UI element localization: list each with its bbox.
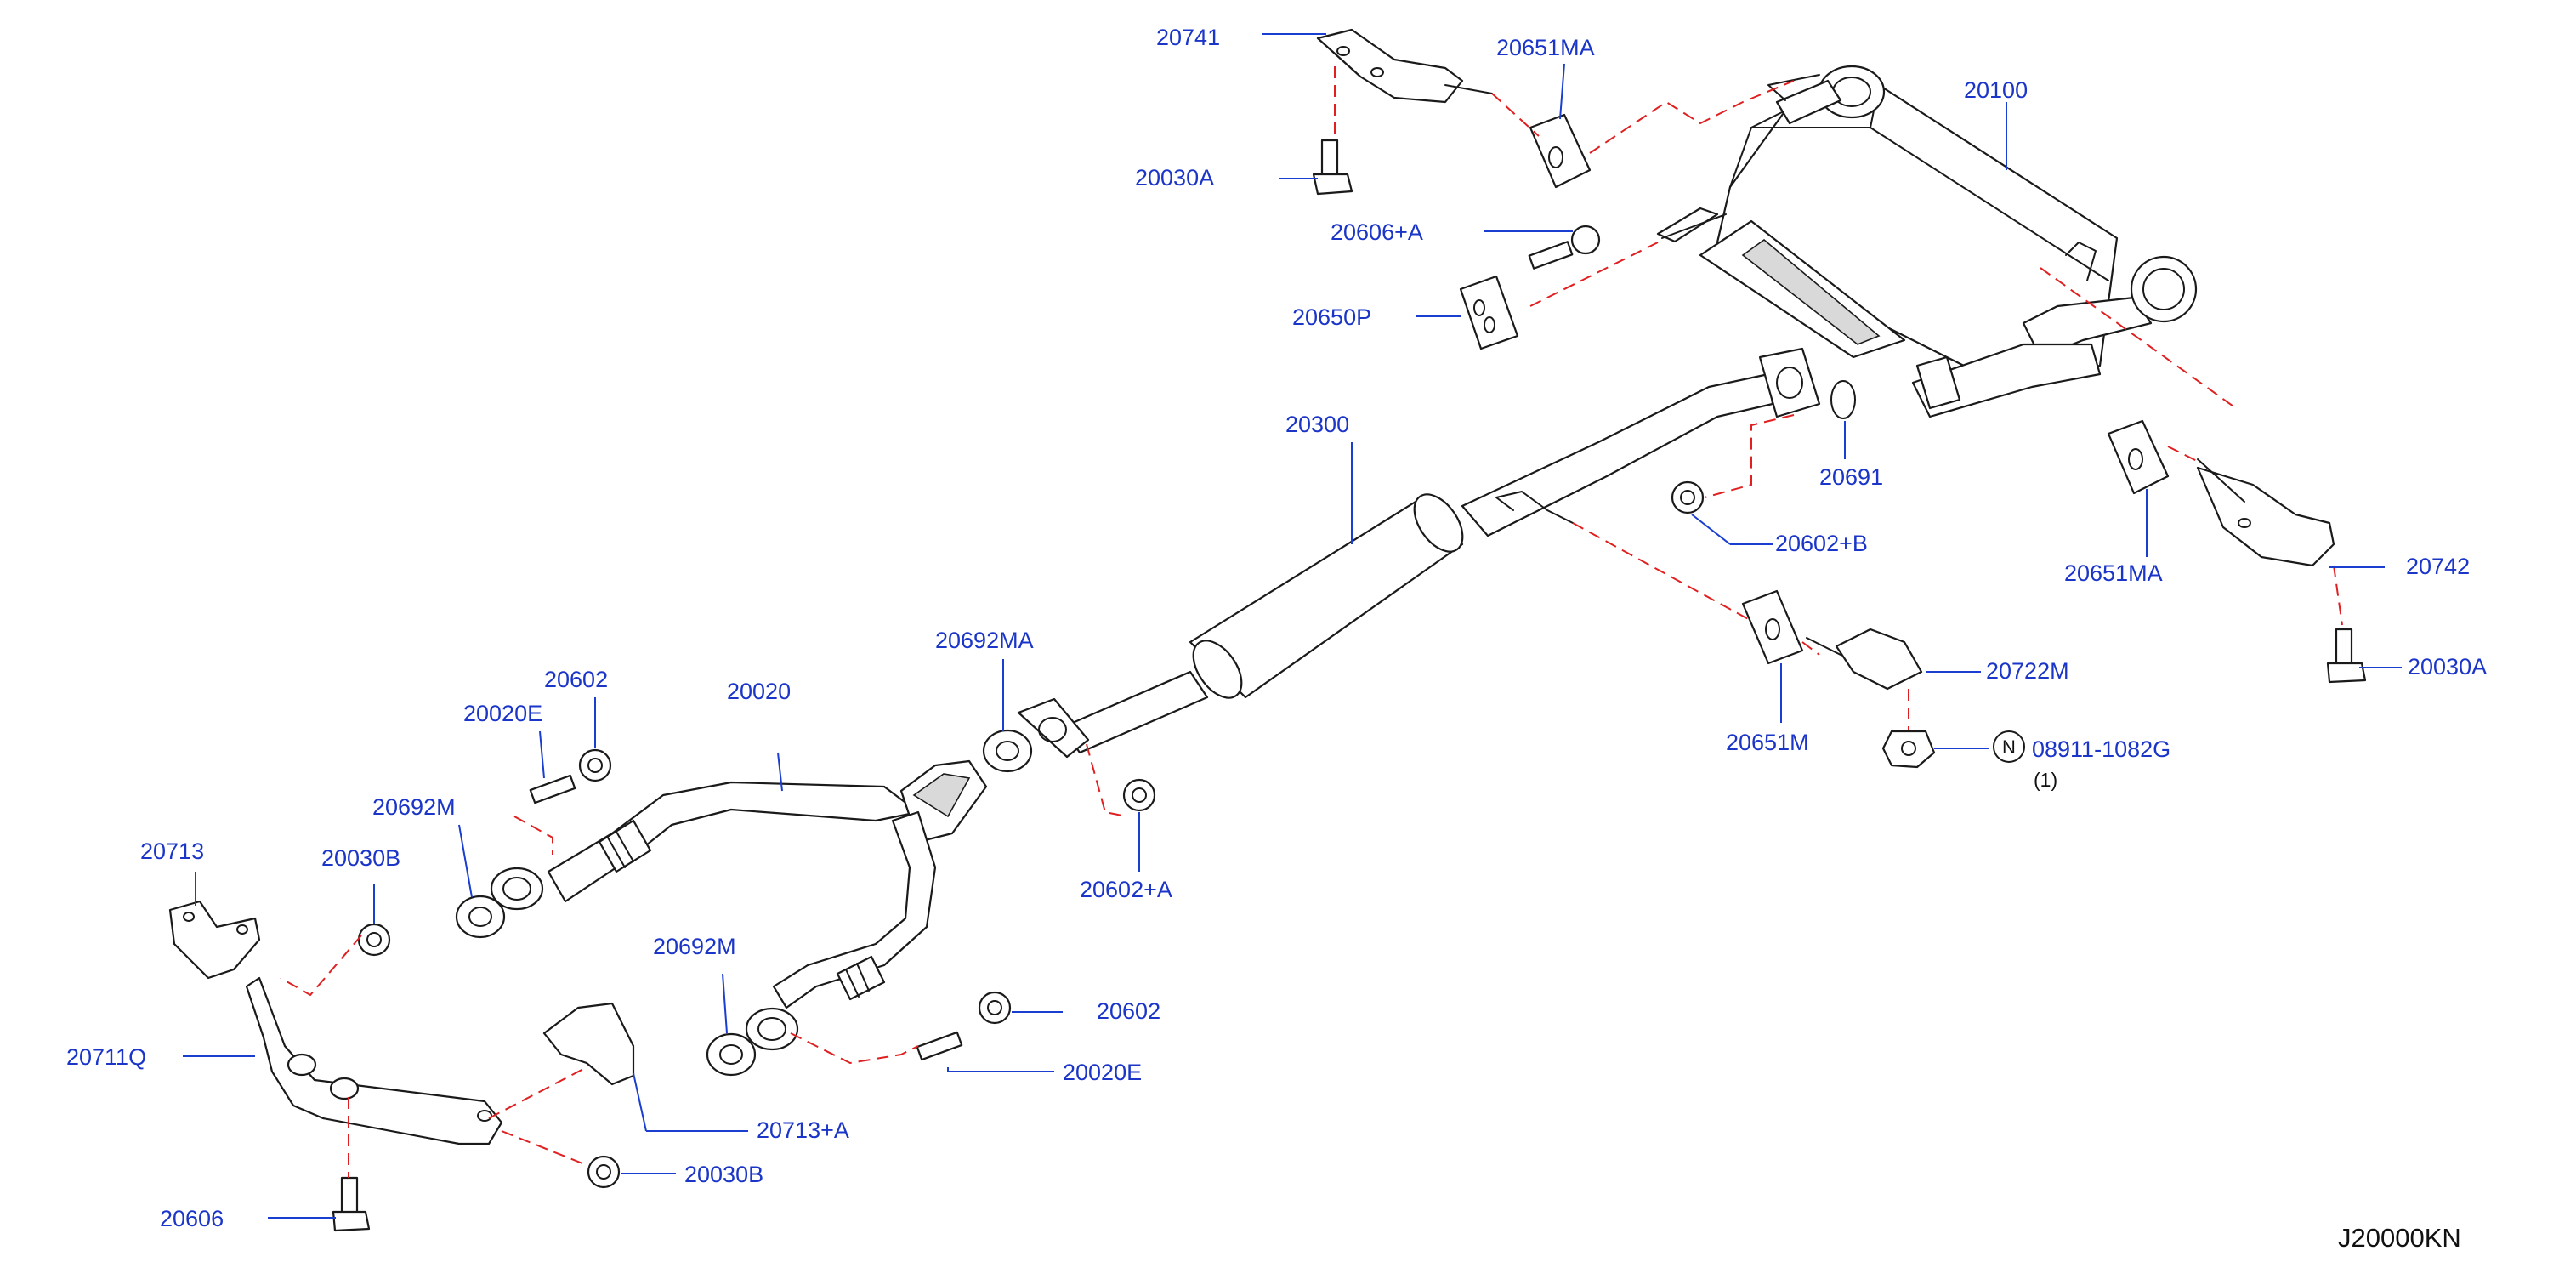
label-20030a-top: 20030A (1135, 165, 1214, 190)
label-08911-qty: (1) (2034, 769, 2057, 791)
label-20030a-right: 20030A (2408, 654, 2487, 679)
label-20300: 20300 (1285, 412, 1349, 437)
stud-20020e-bot[interactable] (916, 1031, 963, 1061)
bolt-20030a-right[interactable] (2326, 628, 2367, 684)
label-08911-1082g: 08911-1082G (2032, 736, 2170, 762)
label-20692m-bot: 20692M (653, 934, 736, 959)
bracket-20722m[interactable] (1806, 628, 1923, 691)
label-20602a: 20602+A (1080, 877, 1172, 902)
label-20030b-bot: 20030B (684, 1162, 763, 1187)
nut-20602-top[interactable] (578, 748, 612, 782)
nut-08911-1082g[interactable] (1881, 730, 1936, 769)
gasket-20692ma[interactable] (982, 729, 1033, 773)
label-20742: 20742 (2406, 554, 2470, 579)
label-20722m: 20722M (1986, 658, 2069, 684)
bracket-20742[interactable] (2196, 458, 2335, 567)
bolt-20606a[interactable] (1528, 225, 1601, 270)
bracket-20713[interactable] (168, 900, 261, 980)
center-muffler-20300[interactable] (1017, 347, 1821, 759)
bolt-20606[interactable] (332, 1176, 371, 1232)
nut-20602b[interactable] (1671, 480, 1705, 514)
label-20602-top: 20602 (544, 667, 608, 692)
bracket-20711q[interactable] (245, 976, 503, 1145)
rear-muffler-20100[interactable] (1656, 65, 2198, 418)
label-20741: 20741 (1156, 25, 1220, 50)
gasket-20692m-upper[interactable] (455, 895, 506, 939)
label-20713: 20713 (140, 838, 204, 864)
label-20030b-top: 20030B (321, 845, 400, 871)
label-20651ma-top: 20651MA (1496, 35, 1595, 60)
label-20650p: 20650P (1292, 304, 1371, 330)
hanger-20651ma-top[interactable] (1529, 113, 1592, 189)
label-20711q: 20711Q (66, 1044, 146, 1070)
nut-20602a[interactable] (1122, 778, 1156, 812)
label-20602-bot: 20602 (1097, 998, 1160, 1024)
label-20651ma-right: 20651MA (2064, 560, 2163, 586)
label-20692ma: 20692MA (935, 628, 1034, 653)
label-20606a: 20606+A (1331, 219, 1423, 245)
label-20602b: 20602+B (1775, 531, 1868, 556)
diagram-code: J20000KN (2338, 1223, 2461, 1253)
n-symbol: N (2002, 736, 2016, 758)
label-20651m: 20651M (1726, 730, 1809, 755)
part-labels: 20741 20651MA 20100 20030A 20606+A 20650… (66, 25, 2487, 1253)
nut-20030b-bot[interactable] (587, 1155, 621, 1189)
nut-20030b-top[interactable] (357, 923, 391, 957)
hanger-20651m[interactable] (1741, 589, 1804, 665)
label-20691: 20691 (1819, 464, 1883, 490)
hanger-20650p[interactable] (1459, 275, 1519, 350)
front-y-pipe-20020[interactable] (490, 759, 988, 1051)
bracket-20713a[interactable] (542, 1002, 635, 1086)
label-20100: 20100 (1964, 77, 2028, 103)
label-20606: 20606 (160, 1206, 224, 1231)
n-symbol-circle (1993, 730, 2025, 763)
label-20713a: 20713+A (757, 1117, 849, 1143)
bolt-20030a-top[interactable] (1312, 139, 1353, 196)
hanger-20651ma-right[interactable] (2107, 419, 2170, 495)
gasket-ring-20691[interactable] (1830, 380, 1856, 419)
nut-20602-bot[interactable] (978, 991, 1012, 1025)
label-20692m-top: 20692M (372, 794, 456, 820)
bracket-20741[interactable] (1316, 28, 1493, 104)
gasket-20692m-lower[interactable] (706, 1032, 757, 1077)
label-20020: 20020 (727, 679, 791, 704)
leader-lines (183, 33, 2402, 1219)
label-20020e-top: 20020E (463, 701, 542, 726)
stud-20020e-top[interactable] (529, 774, 576, 804)
label-20020e-bot: 20020E (1063, 1060, 1142, 1085)
assembly-lines (280, 66, 2343, 1178)
